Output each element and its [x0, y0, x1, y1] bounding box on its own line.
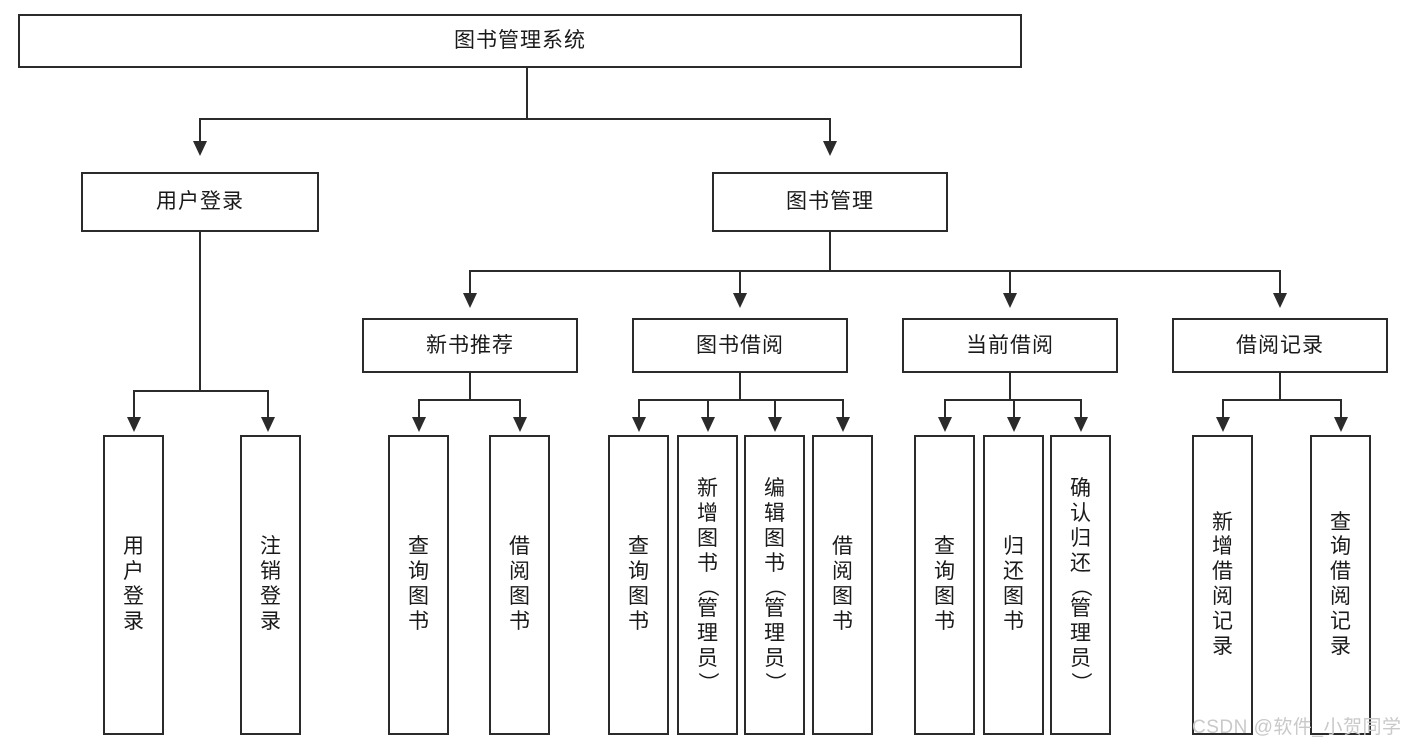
arrowhead-leaf-edit-book — [768, 417, 782, 432]
node-label: 图书管理系统 — [454, 29, 586, 53]
node-label: 用户登录 — [156, 190, 244, 214]
arrowhead-leaf-confirm-return — [1074, 417, 1088, 432]
connector-bookmgmt-c3 — [1009, 270, 1011, 294]
node-label: 图书借阅 — [696, 333, 784, 357]
node-borrow-record[interactable]: 借阅记录 — [1172, 318, 1388, 373]
arrowhead-leaf-query-book-1 — [412, 417, 426, 432]
connector-userlogin-stem — [199, 232, 201, 392]
connector-current-stem — [1009, 373, 1011, 401]
arrowhead-leaf-add-book — [701, 417, 715, 432]
connector-borrow-stem — [739, 373, 741, 401]
connector-borrow-l1 — [638, 399, 640, 418]
connector-current-bar — [944, 399, 1080, 401]
connector-bookmgmt-c2 — [739, 270, 741, 294]
connector-userlogin-left — [133, 390, 135, 418]
arrowhead-to-user-login — [193, 141, 207, 156]
leaf-query-borrow-record[interactable]: 查询借阅记录 — [1310, 435, 1371, 735]
leaf-borrow-book-recommend[interactable]: 借阅图书 — [489, 435, 550, 735]
connector-borrow-l2 — [707, 399, 709, 418]
node-current-borrow[interactable]: 当前借阅 — [902, 318, 1118, 373]
leaf-label: 查询图书 — [628, 535, 649, 633]
connector-bookmgmt-bar — [469, 270, 1280, 272]
arrowhead-leaf-add-record — [1216, 417, 1230, 432]
leaf-label: 新增图书（管理员） — [696, 477, 719, 693]
node-root-system[interactable]: 图书管理系统 — [18, 14, 1022, 68]
leaf-query-book-recommend[interactable]: 查询图书 — [388, 435, 449, 735]
connector-recommend-bar — [418, 399, 521, 401]
connector-record-l1 — [1222, 399, 1224, 418]
leaf-add-book-admin[interactable]: 新增图书（管理员） — [677, 435, 738, 735]
arrowhead-to-book-borrow — [733, 293, 747, 308]
leaf-label: 确认归还（管理员） — [1069, 477, 1092, 693]
leaf-label: 查询图书 — [934, 535, 955, 633]
leaf-confirm-return-admin[interactable]: 确认归还（管理员） — [1050, 435, 1111, 735]
connector-record-stem — [1279, 373, 1281, 401]
leaf-edit-book-admin[interactable]: 编辑图书（管理员） — [744, 435, 805, 735]
connector-root-stem — [526, 68, 528, 119]
arrowhead-leaf-return-book — [1007, 417, 1021, 432]
arrowhead-to-borrow-record — [1273, 293, 1287, 308]
node-book-management[interactable]: 图书管理 — [712, 172, 948, 232]
connector-userlogin-right — [267, 390, 269, 418]
arrowhead-to-current-borrow — [1003, 293, 1017, 308]
leaf-add-borrow-record[interactable]: 新增借阅记录 — [1192, 435, 1253, 735]
arrowhead-leaf-query-record — [1334, 417, 1348, 432]
arrowhead-to-new-book-recommend — [463, 293, 477, 308]
leaf-label: 借阅图书 — [832, 535, 853, 633]
leaf-query-book-current[interactable]: 查询图书 — [914, 435, 975, 735]
connector-borrow-l3 — [774, 399, 776, 418]
leaf-label: 编辑图书（管理员） — [763, 477, 786, 693]
arrowhead-leaf-borrow-book-1 — [513, 417, 527, 432]
connector-recommend-stem — [469, 373, 471, 401]
connector-root-to-login — [199, 118, 201, 142]
connector-current-l2 — [1013, 399, 1015, 418]
connector-recommend-l2 — [519, 399, 521, 418]
node-user-login[interactable]: 用户登录 — [81, 172, 319, 232]
leaf-label: 查询借阅记录 — [1330, 510, 1351, 658]
node-label: 图书管理 — [786, 190, 874, 214]
connector-bookmgmt-c1 — [469, 270, 471, 294]
connector-userlogin-bar — [133, 390, 267, 392]
connector-record-bar — [1222, 399, 1340, 401]
arrowhead-leaf-borrow-book-2 — [836, 417, 850, 432]
leaf-return-book[interactable]: 归还图书 — [983, 435, 1044, 735]
arrowhead-leaf-query-book-3 — [938, 417, 952, 432]
arrowhead-leaf-logout — [261, 417, 275, 432]
connector-record-l2 — [1340, 399, 1342, 418]
connector-current-l3 — [1080, 399, 1082, 418]
leaf-borrow-book-borrow[interactable]: 借阅图书 — [812, 435, 873, 735]
leaf-label: 归还图书 — [1003, 535, 1024, 633]
leaf-label: 查询图书 — [408, 535, 429, 633]
connector-bookmgmt-stem — [829, 232, 831, 272]
leaf-label: 新增借阅记录 — [1212, 510, 1233, 658]
leaf-label: 借阅图书 — [509, 535, 530, 633]
connector-root-to-bookmgmt — [829, 118, 831, 142]
node-book-borrow[interactable]: 图书借阅 — [632, 318, 848, 373]
arrowhead-to-book-management — [823, 141, 837, 156]
arrowhead-leaf-query-book-2 — [632, 417, 646, 432]
connector-current-l1 — [944, 399, 946, 418]
leaf-logout[interactable]: 注销登录 — [240, 435, 301, 735]
csdn-watermark: CSDN @软件_小贺同学 — [1192, 717, 1402, 738]
arrowhead-leaf-user-login — [127, 417, 141, 432]
connector-recommend-l1 — [418, 399, 420, 418]
leaf-query-book-borrow[interactable]: 查询图书 — [608, 435, 669, 735]
connector-borrow-l4 — [842, 399, 844, 418]
connector-bookmgmt-c4 — [1279, 270, 1281, 294]
node-new-book-recommend[interactable]: 新书推荐 — [362, 318, 578, 373]
node-label: 借阅记录 — [1236, 333, 1324, 357]
node-label: 新书推荐 — [426, 333, 514, 357]
connector-root-bar — [199, 118, 831, 120]
leaf-user-login[interactable]: 用户登录 — [103, 435, 164, 735]
leaf-label: 用户登录 — [123, 535, 144, 633]
leaf-label: 注销登录 — [260, 535, 281, 633]
node-label: 当前借阅 — [966, 333, 1054, 357]
connector-borrow-bar — [638, 399, 842, 401]
